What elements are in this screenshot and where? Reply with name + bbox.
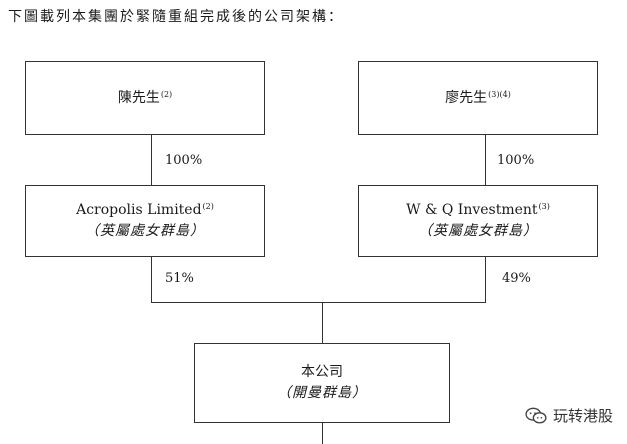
intro-text: 下圖載列本集團於緊隨重組完成後的公司架構：	[8, 9, 344, 25]
percentage-label: 100%	[165, 153, 203, 168]
connector-line	[322, 423, 323, 444]
percentage-label: 49%	[502, 271, 531, 286]
footnote-ref: (3)	[538, 202, 550, 211]
shareholder-name: 陳先生(2)	[118, 88, 172, 109]
holding-name: Acropolis Limited(2)	[76, 200, 214, 221]
connector-line	[151, 257, 152, 302]
footnote-ref: (2)	[202, 202, 214, 211]
watermark-text: 玩转港股	[552, 407, 613, 425]
percentage-label: 100%	[497, 153, 535, 168]
company-name: 本公司	[301, 364, 343, 380]
footnote-ref: (2)	[160, 89, 173, 99]
footnote-ref: (3)(4)	[488, 89, 511, 99]
holding-name-text: W & Q Investment	[406, 202, 538, 218]
jurisdiction-label: （英屬處女群島）	[85, 223, 205, 239]
connector-line	[322, 302, 323, 343]
shareholder-box-liao: 廖先生(3)(4)	[358, 61, 598, 135]
wechat-icon	[525, 407, 547, 423]
shareholder-name-text: 陳先生	[117, 89, 160, 106]
holding-name-text: Acropolis Limited	[76, 202, 202, 218]
shareholder-name-text: 廖先生	[445, 89, 488, 106]
jurisdiction-label: （英屬處女群島）	[418, 223, 538, 239]
watermark: 玩转港股	[525, 405, 613, 426]
connector-line	[151, 302, 486, 303]
percentage-label: 51%	[165, 271, 194, 286]
shareholder-box-chen: 陳先生(2)	[25, 61, 265, 135]
holding-name: W & Q Investment(3)	[406, 200, 550, 221]
jurisdiction-label: （開曼群島）	[277, 385, 367, 401]
shareholder-name: 廖先生(3)(4)	[445, 88, 511, 109]
holding-box-acropolis: Acropolis Limited(2) （英屬處女群島）	[25, 185, 265, 257]
connector-line	[485, 257, 486, 302]
connector-line	[151, 135, 152, 185]
company-box: 本公司 （開曼群島）	[194, 343, 450, 423]
connector-line	[485, 135, 486, 185]
holding-box-wq: W & Q Investment(3) （英屬處女群島）	[358, 185, 598, 257]
